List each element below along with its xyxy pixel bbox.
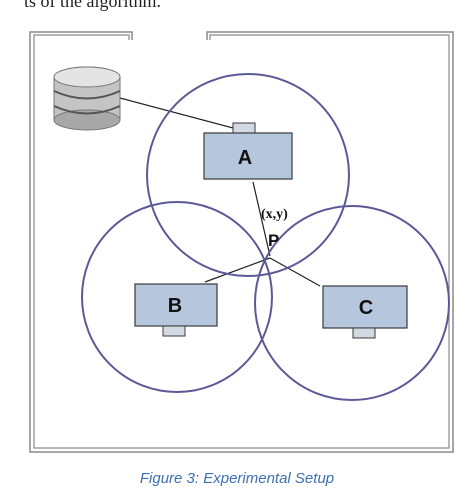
line-database-to-a [119, 97, 234, 129]
line-a-to-p [252, 181, 271, 257]
node-a: A [203, 122, 293, 180]
node-b-box [134, 283, 218, 327]
experimental-setup-diagram: A B C (x,y) P [29, 31, 454, 453]
node-a-box [203, 132, 293, 180]
node-c: C [322, 285, 408, 339]
point-p: (x,y) P [261, 207, 288, 250]
node-c-label: C [359, 297, 373, 319]
line-b-to-p [204, 257, 271, 283]
node-c-box [322, 285, 408, 329]
node-b: B [134, 283, 218, 337]
node-b-label: B [168, 295, 182, 317]
range-circles [81, 73, 450, 401]
database-icon [53, 66, 121, 131]
range-circle-b [81, 201, 273, 393]
room-outline [29, 31, 454, 453]
node-a-label: A [238, 147, 252, 169]
top-text-fragment: ts of the algorithm. [24, 0, 161, 11]
range-circle-c [254, 205, 450, 401]
figure-caption: Figure 3: Experimental Setup [139, 470, 335, 487]
point-p-label: P [268, 231, 279, 250]
connection-lines [119, 97, 321, 287]
node-c-connector [352, 327, 376, 339]
node-a-connector [232, 122, 256, 135]
line-c-to-p [269, 257, 321, 287]
point-coords-label: (x,y) [261, 207, 288, 222]
range-circle-a [146, 73, 350, 277]
node-b-connector [162, 325, 186, 337]
